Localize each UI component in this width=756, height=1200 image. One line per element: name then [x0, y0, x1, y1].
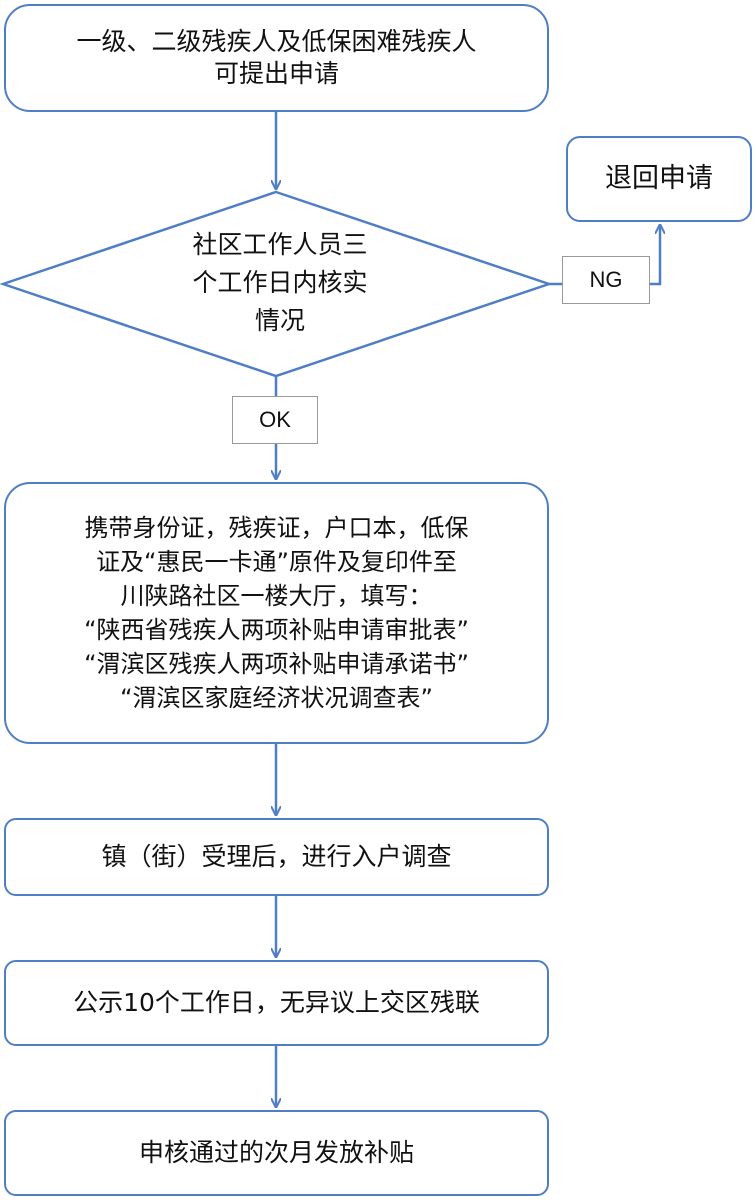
decision-node-text: 社区工作人员三 个工作日内核实 情况	[160, 226, 400, 340]
payment-label: 申核通过的次月发放补贴	[138, 1138, 414, 1167]
decision-line-3: 情况	[254, 306, 305, 335]
ng-label-text: NG	[589, 267, 623, 292]
decision-line-1: 社区工作人员三	[192, 230, 368, 259]
documents-line-5: “渭滨区残疾人两项补贴申请承诺书”	[84, 650, 469, 678]
investigation-node: 镇（街）受理后，进行入户调查	[4, 818, 549, 896]
publicity-label: 公示10个工作日，无异议上交区残联	[73, 988, 480, 1017]
ok-label-text: OK	[259, 407, 291, 432]
documents-line-3: 川陕路社区一楼大厅，填写：	[120, 582, 433, 610]
start-line-2: 可提出申请	[213, 59, 339, 88]
documents-line-2: 证及“惠民一卡通”原件及复印件至	[96, 548, 457, 576]
documents-node: 携带身份证，残疾证，户口本，低保 证及“惠民一卡通”原件及复印件至 川陕路社区一…	[4, 482, 549, 744]
documents-line-4: “陕西省残疾人两项补贴申请审批表”	[84, 616, 469, 644]
publicity-node: 公示10个工作日，无异议上交区残联	[4, 960, 549, 1046]
payment-node: 申核通过的次月发放补贴	[4, 1110, 549, 1196]
documents-line-1: 携带身份证，残疾证，户口本，低保	[84, 514, 469, 542]
reject-node: 退回申请	[566, 136, 752, 222]
reject-label: 退回申请	[605, 163, 713, 194]
start-line-1: 一级、二级残疾人及低保困难残疾人	[76, 27, 477, 56]
start-node: 一级、二级残疾人及低保困难残疾人 可提出申请	[4, 4, 549, 112]
documents-line-6: “渭滨区家庭经济状况调查表”	[120, 684, 433, 712]
ok-label: OK	[232, 396, 318, 444]
investigation-label: 镇（街）受理后，进行入户调查	[101, 842, 452, 871]
ng-label: NG	[562, 256, 650, 304]
decision-line-2: 个工作日内核实	[192, 268, 368, 297]
